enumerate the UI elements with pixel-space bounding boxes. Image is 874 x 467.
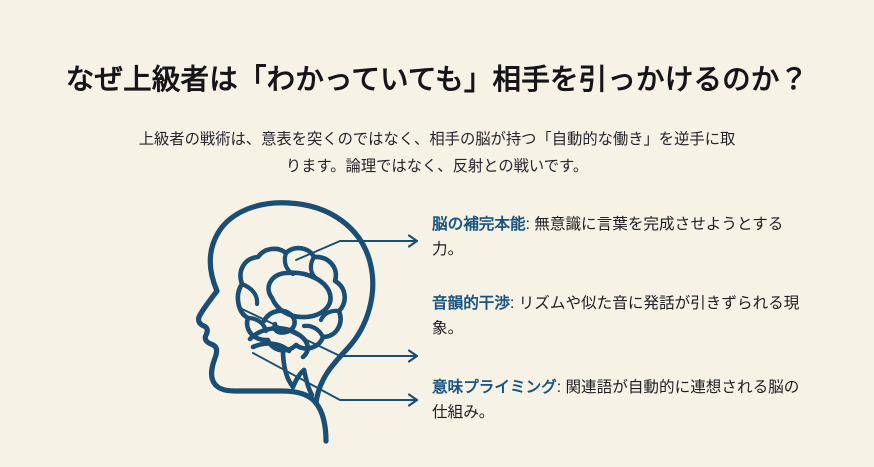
annotation-label-1: 音韻的干渉 xyxy=(432,295,510,312)
annotation-item-2: 意味プライミング: 関連語が自動的に連想される脳の仕組み。 xyxy=(432,375,802,426)
brain-sulci-lines xyxy=(239,250,342,340)
annotation-label-0: 脳の補完本能 xyxy=(432,216,526,233)
annotation-separator-2: : xyxy=(556,379,566,396)
page-title: なぜ上級者は「わかっていても」相手を引っかけるのか？ xyxy=(65,64,809,97)
annotation-body-1: リズムや似た音に発話が引きずられる現象。 xyxy=(432,295,800,338)
annotation-item-0: 脳の補完本能: 無意識に言葉を完成させようとする力。 xyxy=(432,212,802,263)
brain-temporal-fold xyxy=(247,308,311,360)
page-subtitle: 上級者の戦術は、意表を突くのではなく、相手の脳が持つ「自動的な働き」を逆手に取り… xyxy=(138,131,736,175)
annotation-separator-0: : xyxy=(525,216,535,233)
skull-outline xyxy=(286,200,376,406)
head-brain-illustration xyxy=(90,198,430,460)
annotation-label-2: 意味プライミング xyxy=(432,379,557,396)
annotation-body-2: 関連語が自動的に連想される脳の仕組み。 xyxy=(432,379,800,422)
leader-arrow-3 xyxy=(252,352,419,407)
annotation-item-1: 音韻的干渉: リズムや似た音に発話が引きずられる現象。 xyxy=(432,291,802,342)
annotation-separator-1: : xyxy=(509,295,519,312)
leader-arrow-2 xyxy=(239,307,419,363)
head-profile-outline xyxy=(196,200,329,444)
leader-arrow-1 xyxy=(295,234,419,261)
annotation-body-0: 無意識に言葉を完成させようとする力。 xyxy=(432,216,784,259)
